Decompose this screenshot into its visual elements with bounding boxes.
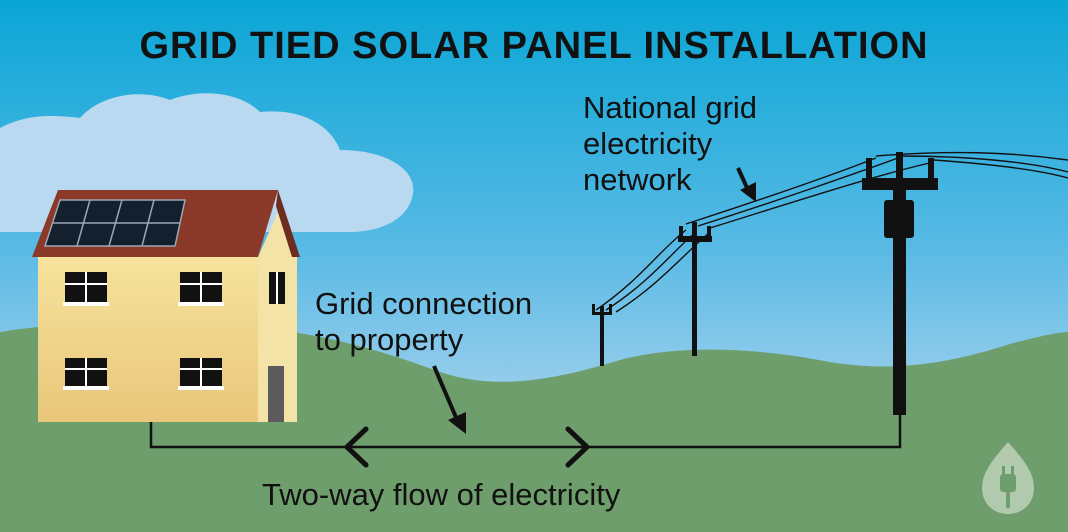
national-grid-pointer-arrow [736, 167, 756, 202]
door [268, 366, 284, 422]
right-arrow-icon [565, 426, 590, 468]
connection-pointer-arrow [432, 365, 466, 434]
window [178, 358, 224, 390]
left-arrow-icon [344, 426, 369, 468]
small-utility-pole [592, 304, 612, 366]
connection-line [149, 412, 902, 449]
medium-utility-pole [678, 222, 712, 356]
house [32, 190, 300, 422]
window [63, 272, 109, 306]
roof-edge [276, 190, 300, 257]
house-side-wall [258, 212, 297, 422]
diagram-title: GRID TIED SOLAR PANEL INSTALLATION [139, 25, 929, 67]
solar-panel [43, 199, 186, 247]
side-window [269, 272, 285, 304]
leaf-plug-icon [982, 442, 1034, 514]
national-grid-label: National grid electricity network [583, 90, 758, 197]
grid-connection-label: Grid connection to property [315, 286, 533, 357]
window [63, 358, 109, 390]
window [178, 272, 224, 306]
two-way-flow-label: Two-way flow of electricity [262, 477, 621, 512]
large-utility-pole [862, 152, 938, 415]
